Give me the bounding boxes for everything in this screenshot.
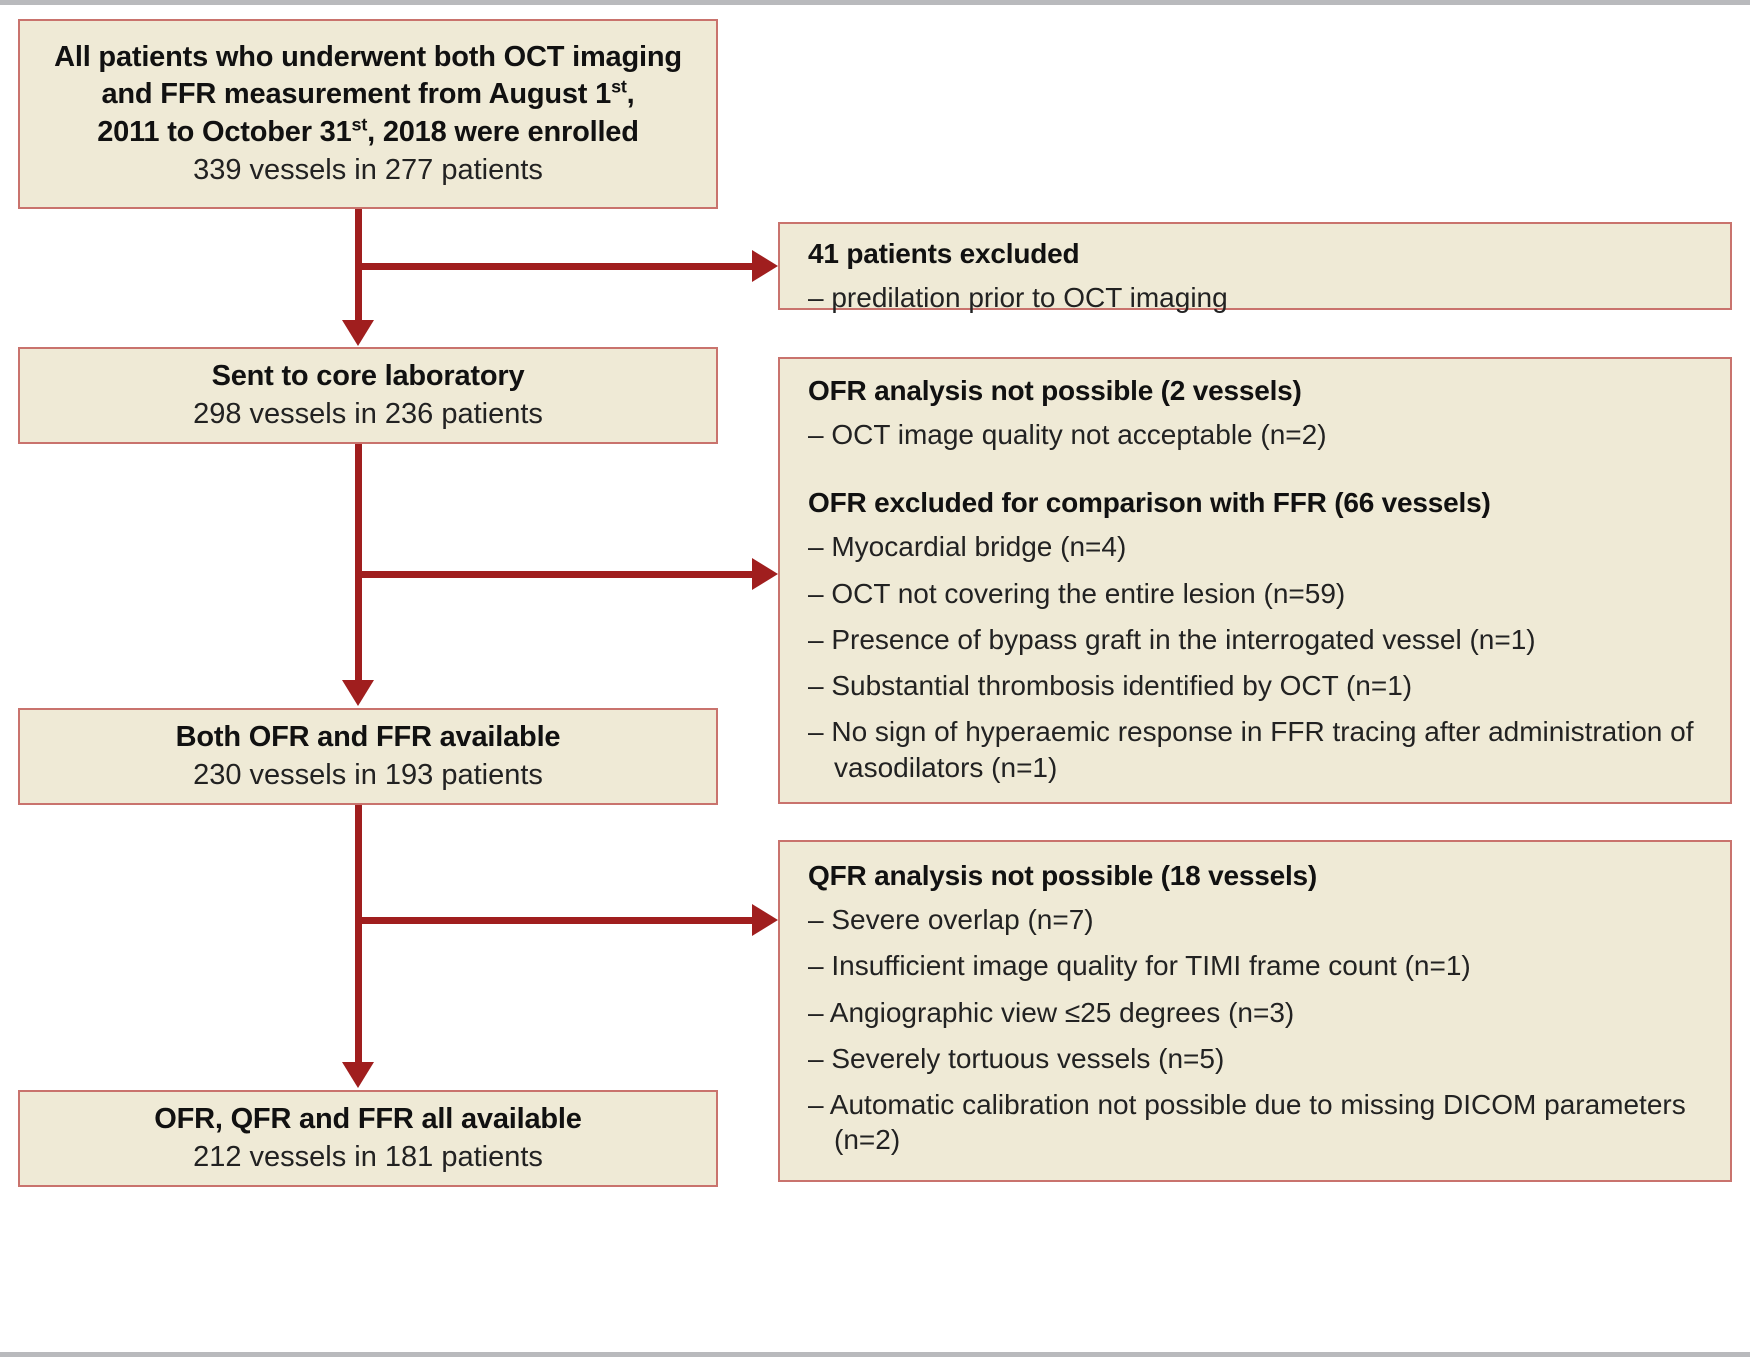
predilation-exclusion-body: 41 patients excluded – predilation prior… — [808, 236, 1716, 315]
final-available-count: 212 vessels in 181 patients — [193, 1140, 543, 1173]
ofr-excluded-item-5: – No sign of hyperaemic response in FFR … — [808, 716, 1694, 783]
qfr-exclusion-item-4: – Severely tortuous vessels (n=5) — [808, 1042, 1225, 1074]
enrolment-count: 339 vessels in 277 patients — [193, 153, 543, 186]
ofr-ffr-available-box: Both OFR and FFR available 230 vessels i… — [18, 708, 718, 805]
ordinal-sup-2: st — [351, 114, 368, 135]
connector-stem-3 — [355, 805, 362, 1065]
connector-branch-1 — [355, 263, 755, 270]
enrolment-box: All patients who underwent both OCT imag… — [18, 19, 718, 209]
connector-arrow-right-3 — [752, 904, 778, 936]
core-lab-count: 298 vessels in 236 patients — [193, 397, 543, 430]
predilation-exclusion-box: 41 patients excluded – predilation prior… — [778, 222, 1732, 313]
core-lab-title: Sent to core laboratory — [211, 359, 525, 392]
ofr-excluded-item-2: – OCT not covering the entire lesion (n=… — [808, 577, 1346, 609]
ofr-excluded-comparison-title: OFR excluded for comparison with FFR (66… — [808, 487, 1491, 519]
ordinal-sup-1: st — [611, 76, 627, 97]
ofr-not-possible-title: OFR analysis not possible (2 vessels) — [808, 375, 1302, 406]
qfr-exclusion-item-5: – Automatic calibration not possible due… — [808, 1089, 1686, 1156]
connector-arrow-down-1 — [342, 320, 374, 346]
predilation-exclusion-item: – predilation prior to OCT imaging — [808, 282, 1228, 313]
connector-arrow-down-2 — [342, 680, 374, 706]
connector-arrow-right-1 — [752, 250, 778, 282]
connector-branch-3 — [355, 917, 755, 924]
qfr-exclusion-box: QFR analysis not possible (18 vessels) –… — [778, 840, 1732, 1182]
ofr-excluded-item-4: – Substantial thrombosis identified by O… — [808, 670, 1413, 702]
figure-bottom-rule — [0, 1352, 1750, 1357]
core-lab-box: Sent to core laboratory 298 vessels in 2… — [18, 347, 718, 444]
enrolment-title: All patients who underwent both OCT imag… — [54, 39, 682, 152]
ofr-ffr-available-title: Both OFR and FFR available — [175, 720, 561, 753]
connector-branch-2 — [355, 571, 755, 578]
ofr-excluded-item-3: – Presence of bypass graft in the interr… — [808, 623, 1536, 655]
connector-arrow-down-3 — [342, 1062, 374, 1088]
connector-stem-2 — [355, 444, 362, 684]
qfr-exclusion-body: QFR analysis not possible (18 vessels) –… — [808, 858, 1716, 1158]
final-available-box: OFR, QFR and FFR all available 212 vesse… — [18, 1090, 718, 1187]
final-available-title: OFR, QFR and FFR all available — [154, 1102, 582, 1135]
qfr-exclusion-item-2: – Insufficient image quality for TIMI fr… — [808, 950, 1471, 982]
ofr-not-possible-item-1: – OCT image quality not acceptable (n=2) — [808, 419, 1327, 450]
enrolment-title-line2: and FFR measurement from August 1st, — [101, 76, 635, 111]
qfr-exclusion-item-1: – Severe overlap (n=7) — [808, 904, 1094, 935]
ofr-excluded-item-1: – Myocardial bridge (n=4) — [808, 531, 1127, 563]
enrolment-title-line1: All patients who underwent both OCT imag… — [54, 40, 682, 73]
figure-top-rule — [0, 0, 1750, 5]
ofr-exclusion-group-gap — [808, 463, 1716, 485]
ofr-exclusion-box: OFR analysis not possible (2 vessels) – … — [778, 357, 1732, 804]
qfr-not-possible-title: QFR analysis not possible (18 vessels) — [808, 860, 1318, 891]
ofr-ffr-available-count: 230 vessels in 193 patients — [193, 758, 543, 791]
ofr-exclusion-body: OFR analysis not possible (2 vessels) – … — [808, 373, 1716, 785]
enrolment-title-line3: 2011 to October 31st, 2018 were enrolled — [97, 114, 639, 148]
predilation-exclusion-title: 41 patients excluded — [808, 238, 1080, 269]
connector-arrow-right-2 — [752, 558, 778, 590]
qfr-exclusion-item-3: – Angiographic view ≤25 degrees (n=3) — [808, 996, 1295, 1028]
